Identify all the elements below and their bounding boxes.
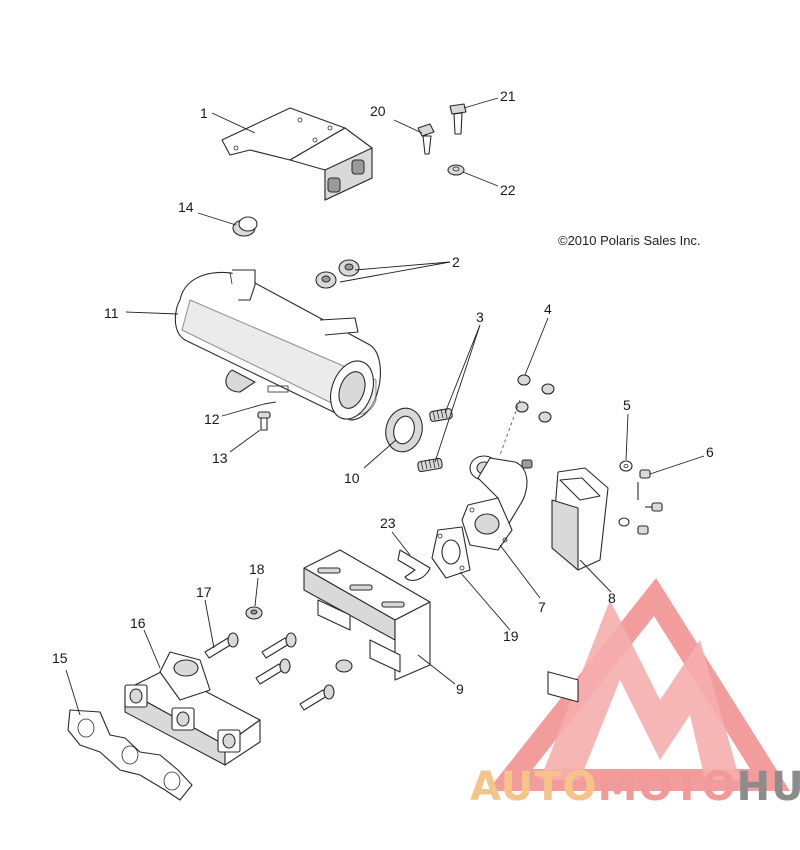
- callout-9: 9: [456, 681, 464, 697]
- part-9-heatshield: [303, 549, 431, 681]
- callout-3: 3: [476, 309, 484, 325]
- callout-16: 16: [130, 615, 146, 631]
- watermark-m-shape: [540, 600, 740, 780]
- part-16-manifold: [124, 651, 261, 766]
- part-8-heatshield: [547, 467, 609, 703]
- spring-lower: [417, 457, 443, 473]
- part-14-grommet: [232, 216, 258, 237]
- callout-18: 18: [249, 561, 265, 577]
- part-17-bolts: [204, 632, 335, 711]
- callout-6: 6: [706, 444, 714, 460]
- part-21-bolt: [449, 103, 467, 135]
- part-2-isolators: [315, 259, 360, 289]
- callout-5: 5: [623, 397, 631, 413]
- callout-12: 12: [204, 411, 220, 427]
- part-3-springs: [417, 408, 453, 473]
- part-13-pin: [257, 411, 271, 431]
- part-4-nuts: [499, 374, 555, 456]
- part-12-clip: [263, 401, 277, 405]
- part-22-nut: [447, 164, 465, 176]
- callout-21: 21: [500, 88, 516, 104]
- callout-13: 13: [212, 450, 228, 466]
- callout-7: 7: [538, 599, 546, 615]
- part-1-bracket: [221, 107, 373, 201]
- part-20-bolt: [417, 123, 435, 155]
- part-11-muffler: [174, 269, 381, 421]
- leader-lines: [65, 97, 705, 716]
- callout-4: 4: [544, 301, 552, 317]
- callout-11: 11: [104, 305, 119, 321]
- part-23-clip: [397, 549, 431, 581]
- part-18-nut: [245, 606, 353, 673]
- watermark-logo: [487, 577, 790, 791]
- spring-upper: [429, 408, 453, 422]
- callout-15: 15: [52, 650, 68, 666]
- callout-labels: 1 2 3 4 5 6 7 8 9 10 11 12 13 14 15 16 1…: [52, 88, 714, 697]
- watermark-auto: AUTO: [470, 764, 598, 810]
- callout-2: 2: [452, 254, 460, 270]
- callout-1: 1: [200, 105, 208, 121]
- callout-14: 14: [178, 199, 194, 215]
- callout-17: 17: [196, 584, 212, 600]
- part-7-elbow: [461, 455, 533, 551]
- callout-23: 23: [380, 515, 396, 531]
- watermark-text: AUTOMOTOHUB: [470, 764, 800, 810]
- part-5-washer: [619, 460, 633, 472]
- part-10-gasket: [385, 407, 423, 453]
- callout-8: 8: [608, 590, 616, 606]
- callout-10: 10: [344, 470, 360, 486]
- part-15-gasket: [67, 709, 193, 801]
- callout-20: 20: [370, 103, 386, 119]
- copyright-text: ©2010 Polaris Sales Inc.: [558, 233, 701, 248]
- watermark-hub: HUB: [737, 764, 800, 810]
- watermark-moto: MOTO: [598, 764, 737, 810]
- callout-19: 19: [503, 628, 519, 644]
- callout-22: 22: [500, 182, 516, 198]
- part-6-screws: [618, 469, 663, 535]
- part-19-gasket: [431, 526, 471, 579]
